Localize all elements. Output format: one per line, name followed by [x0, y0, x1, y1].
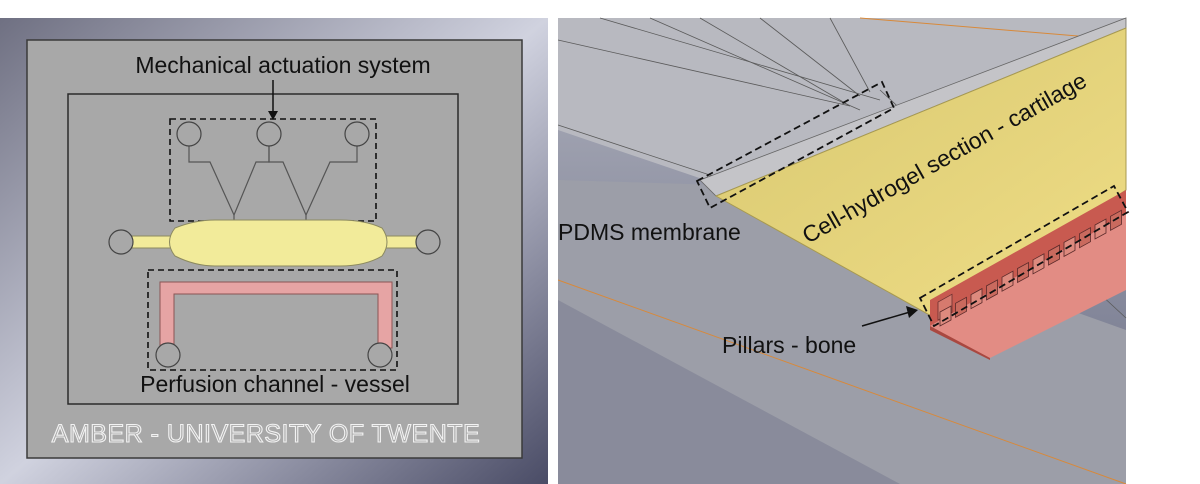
lower-surface-shadow: [558, 300, 900, 484]
actuation-port-left: [176, 121, 202, 147]
arrowhead-mechanical: [268, 111, 278, 120]
bone-block-side: [930, 326, 990, 360]
hydrogel-channel: [131, 219, 423, 267]
arrow-pillars: [861, 311, 911, 327]
pillar: [1048, 244, 1060, 266]
actuation-port-center: [256, 121, 282, 147]
perfusion-port-right: [367, 342, 393, 368]
panel-divider: [548, 0, 558, 484]
bone-block-front: [930, 214, 1126, 358]
membrane-dashed-box: [695, 80, 896, 210]
pillar: [1017, 261, 1029, 284]
label-mechanical-actuation: Mechanical actuation system: [135, 52, 430, 78]
label-perfusion-channel: Perfusion channel - vessel: [140, 371, 410, 397]
pillar: [1110, 209, 1122, 231]
perfusion-dashed-box: [147, 269, 398, 371]
pillars-dashed-box: [918, 184, 1130, 328]
right-panel: Cell-hydrogel section - cartilage PDMS m…: [557, 17, 1130, 484]
hydrogel-outlet-port: [415, 229, 441, 255]
pillar: [986, 279, 998, 301]
perfusion-port-left: [155, 342, 181, 368]
actuation-port-right: [344, 121, 370, 147]
label-pdms-membrane: PDMS membrane: [558, 219, 741, 245]
hydrogel-inlet-port: [108, 229, 134, 255]
label-pillars-bone: Pillars - bone: [722, 332, 856, 358]
pillar: [1094, 218, 1107, 240]
watermark: AMBER - UNIVERSITY OF TWENTE: [52, 420, 480, 448]
arrowhead-pillars: [906, 306, 918, 318]
left-panel: Mechanical actuation system Perfusion ch…: [0, 18, 548, 484]
